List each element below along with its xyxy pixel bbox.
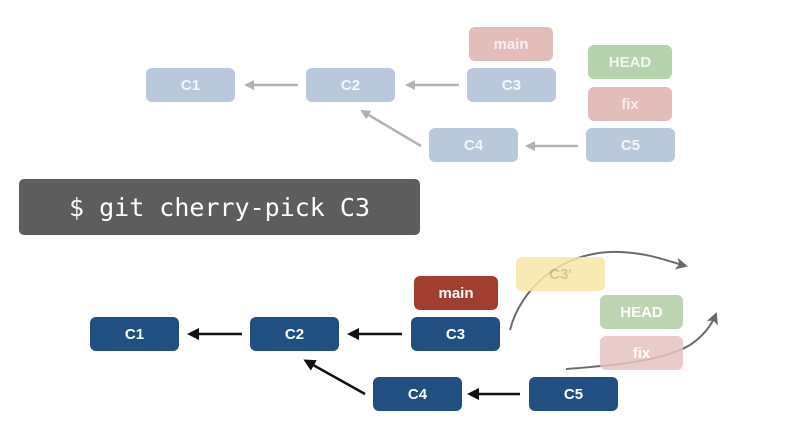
before-label-head: HEAD: [588, 45, 672, 79]
before-commit-c5: C5: [586, 128, 675, 162]
after-label-main: main: [414, 276, 498, 310]
branch-label: main: [493, 35, 529, 53]
branch-label: fix: [621, 95, 639, 113]
head-label: HEAD: [620, 303, 663, 321]
head-label: HEAD: [608, 53, 652, 71]
after-commit-c2: C2: [250, 317, 339, 351]
commit-label: C3: [445, 325, 466, 343]
commit-label: C5: [563, 385, 584, 403]
after-commit-c3: C3: [411, 317, 500, 351]
commit-label: C4: [463, 136, 484, 154]
motion-arrow-c3-copy: [509, 250, 688, 331]
commit-label: C4: [407, 385, 428, 403]
commit-label: C1: [180, 76, 201, 94]
after-commit-c1: C1: [90, 317, 179, 351]
before-commit-c3: C3: [467, 68, 556, 102]
before-commit-c2: C2: [306, 68, 395, 102]
commit-label: C3: [501, 76, 522, 94]
branch-label: fix: [632, 344, 651, 362]
after-label-fix: fix: [600, 336, 683, 370]
bottom-arrow-c4-c2: [303, 359, 366, 396]
before-label-main: main: [469, 27, 553, 61]
before-label-fix: fix: [588, 87, 672, 121]
command-text: $ git cherry-pick C3: [68, 192, 371, 222]
commit-label: C2: [340, 76, 361, 94]
after-commit-c4: C4: [373, 377, 462, 411]
after-commit-c5: C5: [529, 377, 618, 411]
command-banner: $ git cherry-pick C3: [19, 179, 420, 235]
commit-label: C2: [284, 325, 305, 343]
commit-label: C3': [549, 265, 572, 283]
top-arrow-c4-c2: [360, 109, 422, 148]
after-commit-c3-copy: C3': [516, 257, 605, 291]
after-label-head: HEAD: [600, 295, 683, 329]
commit-label: C5: [620, 136, 641, 154]
before-commit-c1: C1: [146, 68, 235, 102]
before-commit-c4: C4: [429, 128, 518, 162]
commit-label: C1: [124, 325, 145, 343]
branch-label: main: [438, 284, 474, 302]
